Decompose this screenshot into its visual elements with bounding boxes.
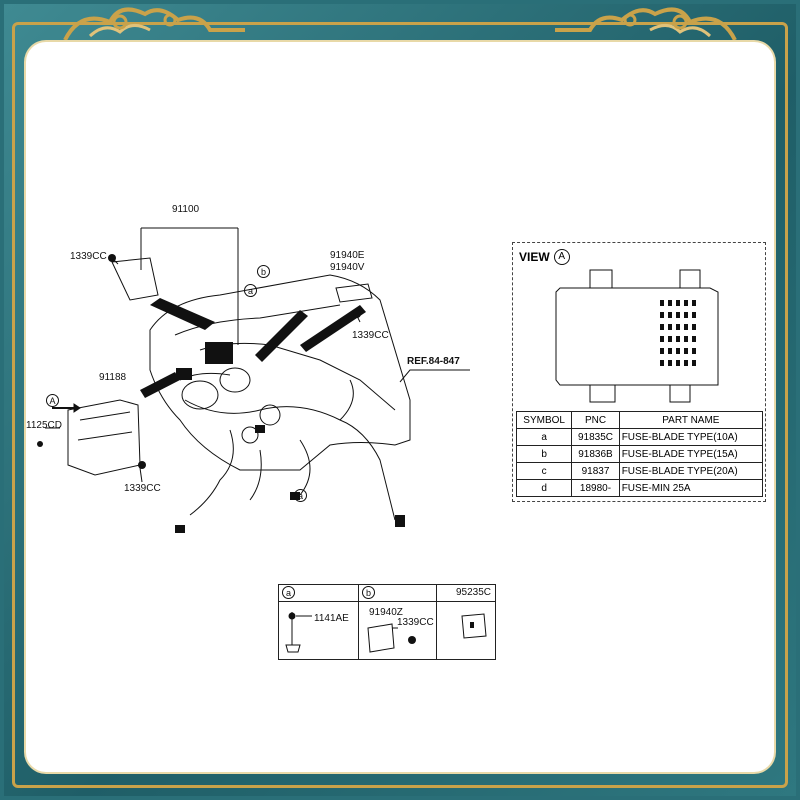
legend-cell-a: a 1141AE (279, 585, 359, 659)
view-a-panel: VIEW A SYMBOL PNC PART NAME a 91835C FUS… (512, 242, 766, 502)
view-title: VIEW A (519, 249, 570, 265)
cloud-ornament-left-icon (63, 7, 245, 41)
table-row: b 91836B FUSE-BLADE TYPE(15A) (515, 445, 764, 463)
screw-part-label: 1125CD (26, 420, 62, 431)
legend-cell-b: b 91940Z 1339CC (359, 585, 437, 659)
callout-a: a (244, 284, 257, 297)
callout-b: b (257, 265, 270, 278)
legend-part-label: 1141AE (314, 613, 349, 624)
callout-a: a (294, 489, 307, 502)
connector-part-label: 91940V (330, 262, 365, 273)
gold-border (12, 22, 788, 788)
table-header-row: SYMBOL PNC PART NAME (515, 411, 764, 429)
symbol-cell: d (515, 479, 573, 497)
part-name-cell: FUSE-BLADE TYPE(20A) (618, 462, 764, 480)
pnc-cell: 91835C (571, 428, 620, 446)
reference-label: REF.84-847 (407, 356, 460, 367)
table-row: d 18980- FUSE-MIN 25A (515, 479, 764, 497)
harness-part-label: 91100 (172, 204, 200, 215)
legend-cell-c: 95235C (437, 585, 495, 659)
legend-part-label: 91940Z (369, 607, 403, 618)
bolt-part-label: 1339CC (70, 251, 107, 262)
legend-part-label: 95235C (456, 587, 492, 598)
part-name-cell: FUSE-BLADE TYPE(15A) (618, 445, 764, 463)
part-name-cell: FUSE-BLADE TYPE(10A) (618, 428, 764, 446)
view-marker: A (553, 249, 570, 265)
dashboard-outline (149, 274, 411, 471)
symbol-cell: c (515, 462, 573, 480)
column-header-part-name: PART NAME (618, 411, 764, 429)
column-header-pnc: PNC (571, 411, 620, 429)
pnc-cell: 18980- (571, 479, 620, 497)
pnc-cell: 91836B (571, 445, 620, 463)
legend-part-label: 1339CC (397, 617, 434, 628)
table-row: c 91837 FUSE-BLADE TYPE(20A) (515, 462, 764, 480)
legend-marker-a: a (282, 586, 295, 599)
fuse-box-outline (555, 287, 719, 386)
connector-part-label: 91940E (330, 250, 365, 261)
pnc-cell: 91837 (571, 462, 620, 480)
column-header-symbol: SYMBOL (515, 411, 573, 429)
module-part-label: 91188 (99, 372, 127, 383)
bolt-part-label: 1339CC (124, 483, 161, 494)
fuse-parts-table: SYMBOL PNC PART NAME a 91835C FUSE-BLADE… (515, 411, 764, 497)
symbol-cell: b (515, 445, 573, 463)
symbol-cell: a (515, 428, 573, 446)
view-marker-callout: A (46, 394, 59, 407)
diagram-paper (26, 42, 774, 772)
legend-marker-b: b (362, 586, 375, 599)
table-row: a 91835C FUSE-BLADE TYPE(10A) (515, 428, 764, 446)
body-control-module-outline (67, 399, 141, 476)
bolt-part-label: 1339CC (352, 330, 389, 341)
parts-legend: a 1141AE b 91940Z 1339CC 95235C (278, 584, 496, 660)
part-name-cell: FUSE-MIN 25A (618, 479, 764, 497)
cloud-ornament-right-icon (555, 7, 737, 41)
